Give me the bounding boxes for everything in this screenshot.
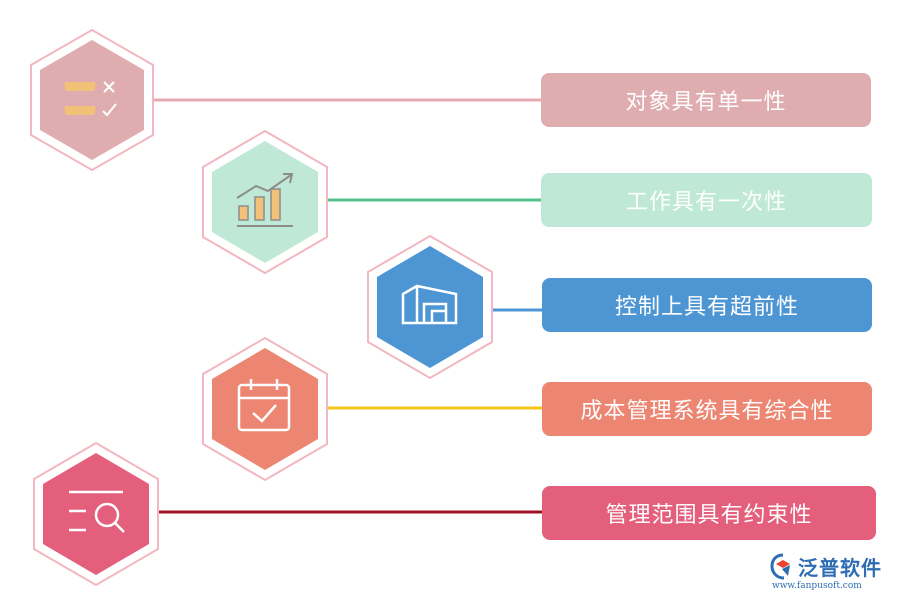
brand-url: www.fanpusoft.com xyxy=(772,581,862,591)
calendar-check-icon xyxy=(237,379,291,432)
checklist-icon xyxy=(65,81,117,117)
building-icon xyxy=(401,284,458,325)
label-text-5: 管理范围具有约束性 xyxy=(605,503,813,528)
label-box-4: 成本管理系统具有综合性 xyxy=(542,382,872,436)
hexagon-node-1 xyxy=(30,28,154,172)
brand-name: 泛普软件 xyxy=(798,556,882,580)
label-text-4: 成本管理系统具有综合性 xyxy=(580,399,834,424)
label-text-1: 对象具有单一性 xyxy=(625,90,787,115)
hexagon-node-3 xyxy=(367,234,493,380)
brand-logo[interactable]: 泛普软件 www.fanpusoft.com xyxy=(768,550,898,596)
hexagon-node-2 xyxy=(202,129,328,275)
hexagon-node-5 xyxy=(33,441,159,587)
hexagon-node-4 xyxy=(202,336,328,482)
label-text-3: 控制上具有超前性 xyxy=(614,295,799,320)
growth-chart-icon xyxy=(236,173,294,227)
label-box-5: 管理范围具有约束性 xyxy=(542,486,876,540)
brand-logo-icon xyxy=(770,553,790,580)
search-list-icon xyxy=(69,490,125,533)
label-box-2: 工作具有一次性 xyxy=(541,173,872,227)
label-text-2: 工作具有一次性 xyxy=(625,190,787,215)
label-box-3: 控制上具有超前性 xyxy=(542,278,872,332)
label-box-1: 对象具有单一性 xyxy=(541,73,871,127)
